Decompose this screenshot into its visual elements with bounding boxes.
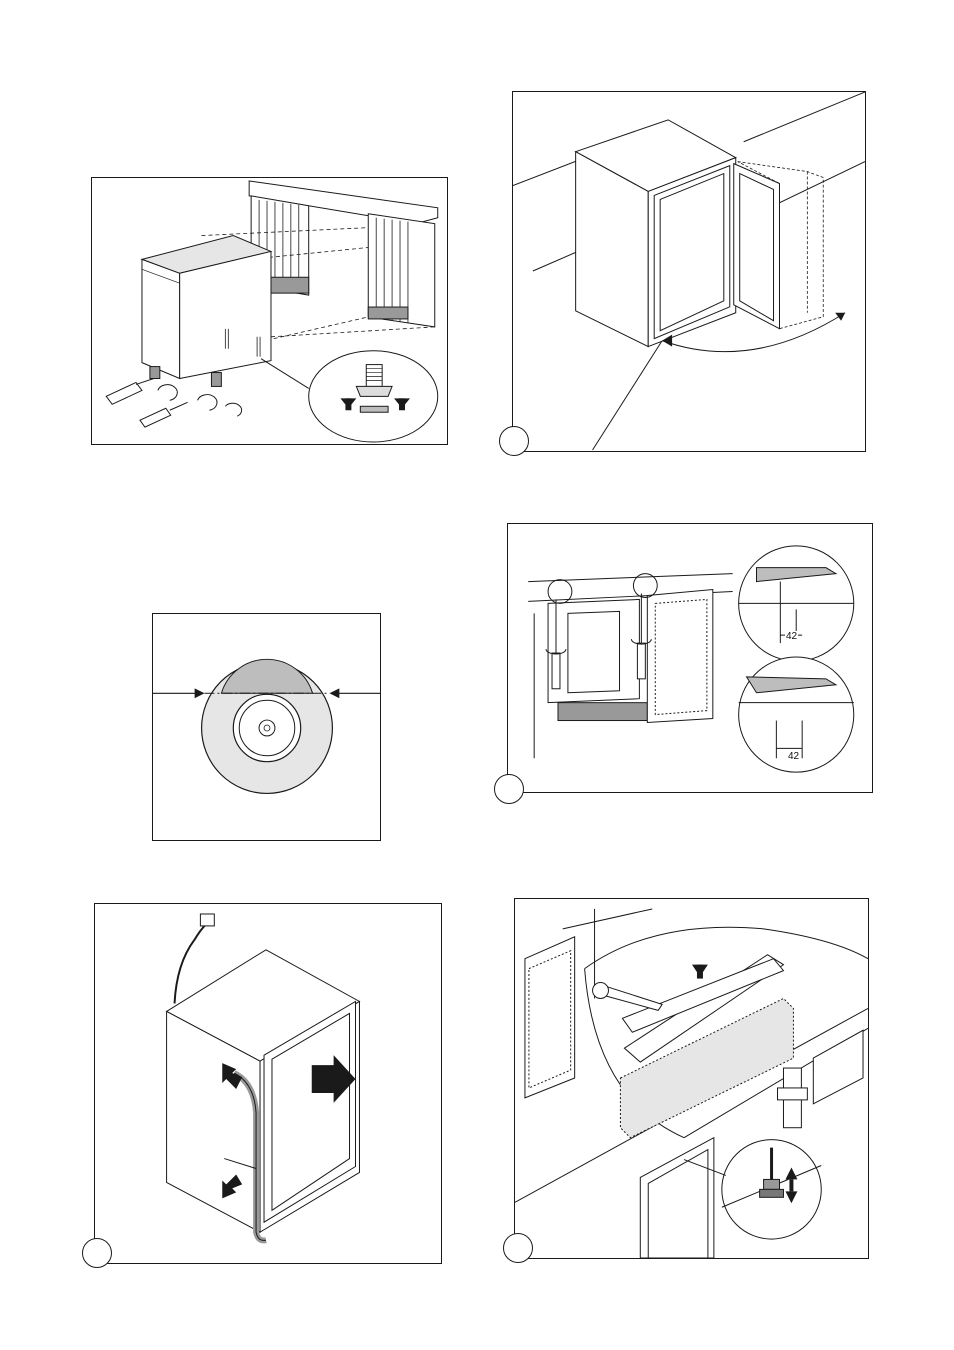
door-reversal-illustration [513,92,865,451]
cutout-circle-illustration [153,614,380,840]
step-circle-push-into-niche [82,1238,112,1268]
dimension-label-top: 42 [785,631,798,642]
panel-door-reversal [512,91,866,452]
leveling-feet-illustration [92,178,447,444]
dimension-label-bottom: 42 [787,751,800,762]
panel-leveling-feet [91,177,448,445]
panel-cutout-circle [152,613,381,841]
push-into-niche-illustration [95,904,441,1263]
panel-hinge-adjust: 42 42 [507,523,873,793]
step-circle-hinge-adjust [494,774,524,804]
step-circle-door-bracket [503,1233,533,1263]
panel-door-bracket [514,898,869,1259]
panel-push-into-niche [94,903,442,1264]
door-bracket-illustration [515,899,868,1258]
hinge-adjust-illustration [508,524,872,792]
step-circle-door-reversal [499,426,529,456]
